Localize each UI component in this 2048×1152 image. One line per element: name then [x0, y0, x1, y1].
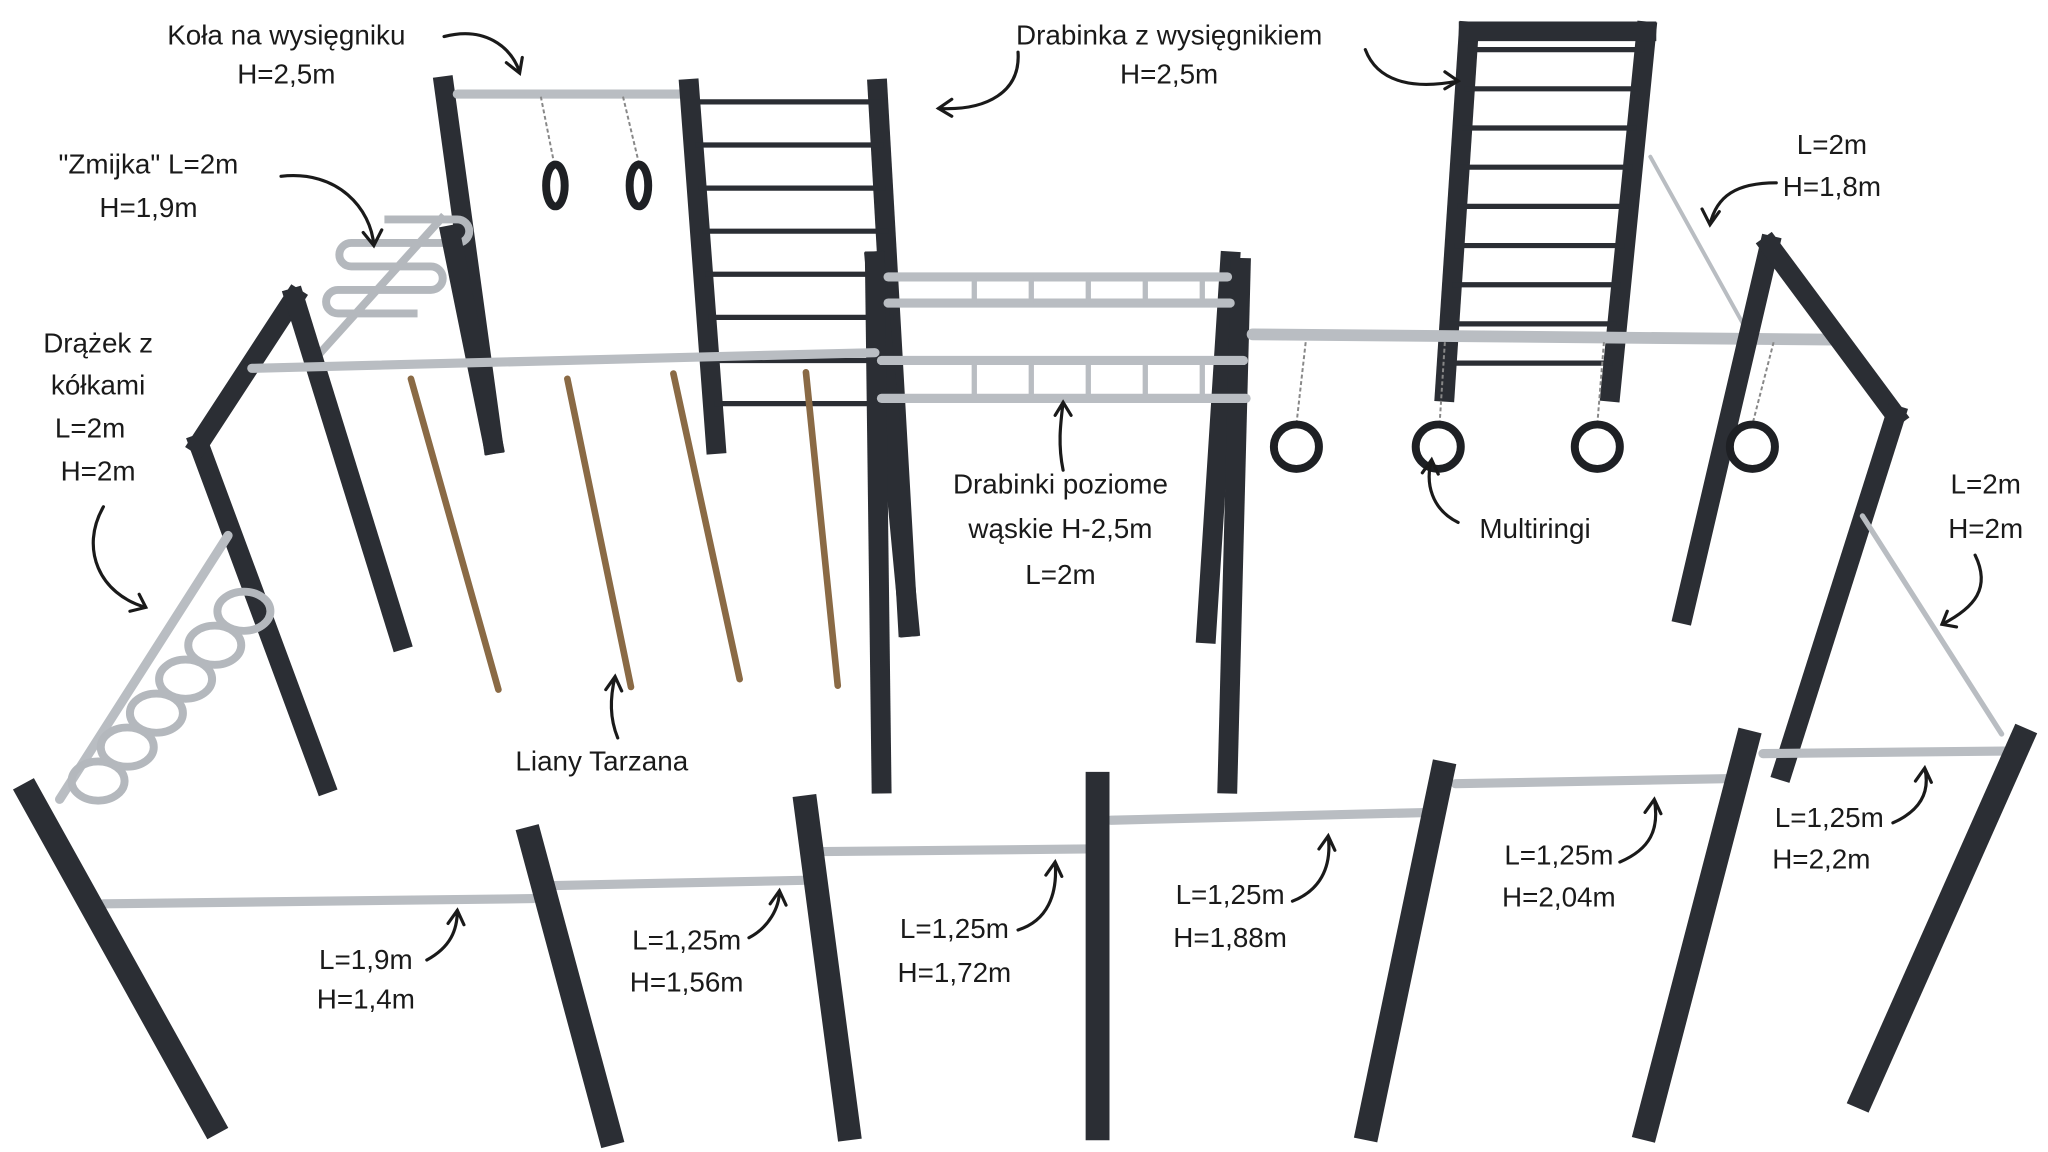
label-righttop-height: H=1,8m: [1783, 171, 1881, 202]
arrows: [91, 32, 1983, 962]
label-bar3-height: H=1,72m: [898, 957, 1012, 988]
ring-loop: [155, 655, 217, 703]
label-bar5-length: L=1,25m: [1504, 840, 1613, 871]
label-bar6-length: L=1,25m: [1775, 802, 1884, 833]
label-bar5-height: H=2,04m: [1502, 882, 1616, 913]
pullup-bars-row: [12, 723, 2038, 1149]
labels: Koła na wysięgniku H=2,5m Drabinka z wys…: [43, 20, 2023, 1015]
label-zmijka-height: H=1,9m: [99, 192, 197, 223]
label-bar6-height: H=2,2m: [1772, 844, 1870, 875]
label-rightmid-length: L=2m: [1951, 469, 2021, 500]
label-multiringi: Multiringi: [1479, 513, 1590, 544]
label-kola-height: H=2,5m: [237, 59, 335, 90]
ring-bar: [55, 530, 275, 805]
label-drabinka-height: H=2,5m: [1120, 59, 1218, 90]
label-bar1-length: L=1,9m: [319, 944, 413, 975]
ring-loop: [125, 689, 187, 737]
label-bar4-height: H=1,88m: [1173, 922, 1287, 953]
label-drazek-3: L=2m: [55, 413, 125, 444]
label-bar4-length: L=1,25m: [1176, 879, 1285, 910]
label-righttop-length: L=2m: [1797, 129, 1867, 160]
label-drazek-4: H=2m: [61, 456, 136, 487]
multirings-frame: [1246, 231, 2005, 783]
snake-bar: [315, 212, 474, 358]
ring-loop: [96, 723, 158, 771]
label-rightmid-height: H=2m: [1948, 513, 2023, 544]
label-liany: Liany Tarzana: [515, 746, 688, 777]
label-drazek-2: kółkami: [51, 370, 145, 401]
label-kola-title: Koła na wysięgniku: [167, 20, 405, 51]
label-bar2-length: L=1,25m: [632, 925, 741, 956]
ring-loop: [67, 757, 129, 805]
label-zmijka-title: "Zmijka" L=2m: [59, 149, 239, 180]
label-poziome-2: wąskie H-2,5m: [967, 513, 1152, 544]
label-poziome-1: Drabinki poziome: [953, 469, 1168, 500]
label-bar1-height: H=1,4m: [317, 984, 415, 1015]
label-bar2-height: H=1,56m: [630, 967, 744, 998]
label-drazek-1: Drążek z: [43, 328, 153, 359]
left-frame: [185, 223, 880, 797]
label-poziome-3: L=2m: [1025, 559, 1095, 590]
label-bar3-length: L=1,25m: [900, 913, 1009, 944]
ring-loop: [213, 587, 275, 635]
ring-loop: [184, 621, 246, 669]
label-drabinka-title: Drabinka z wysięgnikiem: [1016, 20, 1322, 51]
